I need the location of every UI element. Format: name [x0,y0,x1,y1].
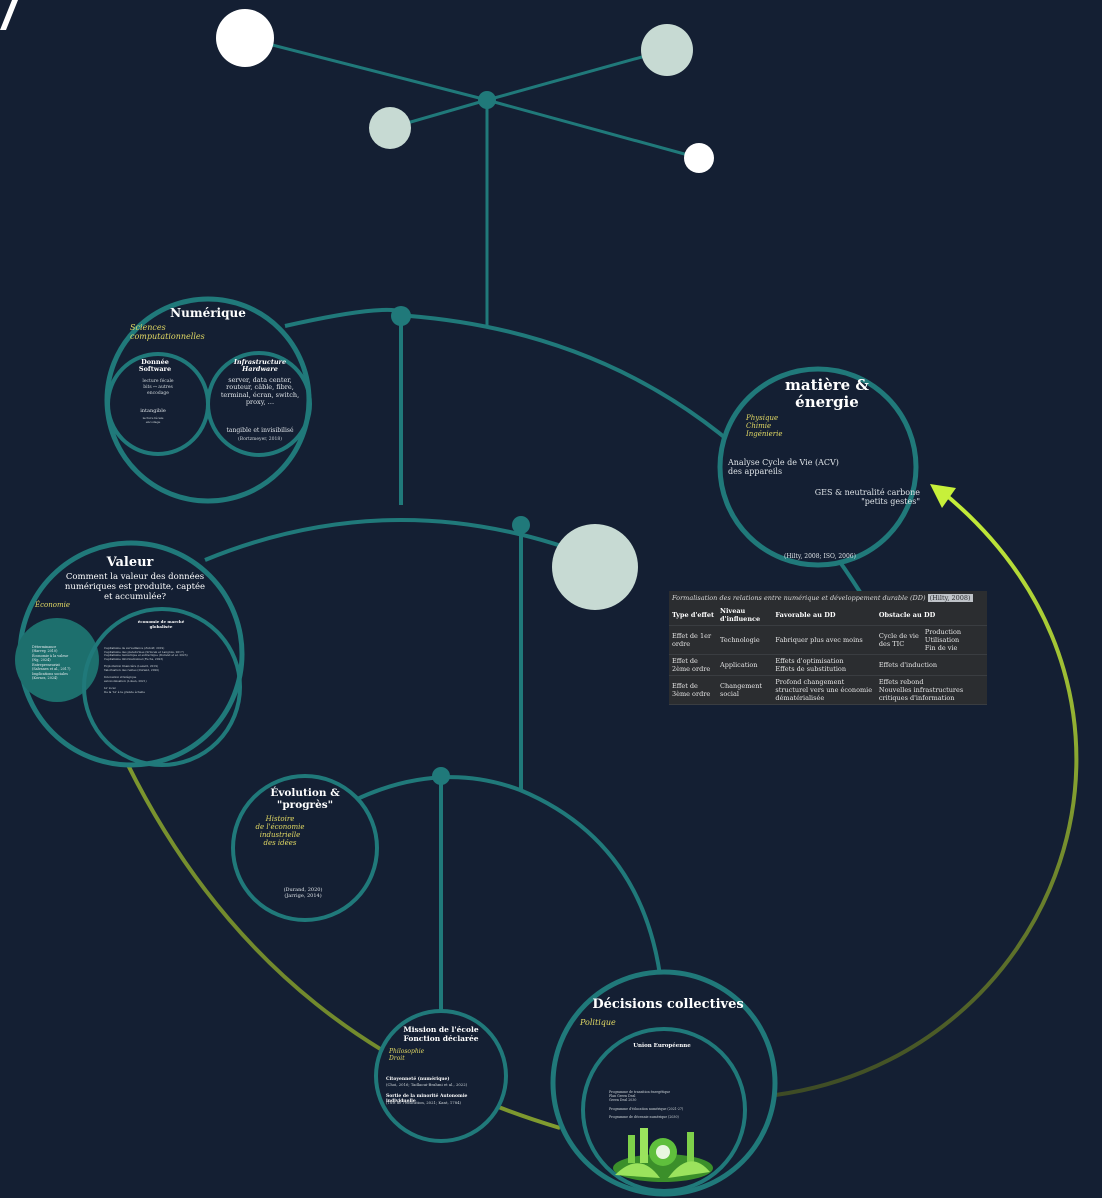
valeur-node[interactable] [15,540,245,768]
table-header: Obstacle au DD [875,605,987,626]
table-cell: Effet de 3ème ordre [669,675,717,705]
numerique-right-lines: server, data center, routeur, câble, fib… [220,376,300,407]
numerique-left-note: lecture fécale encodage [142,416,164,424]
table-cell: Effet de 1er ordre [669,625,717,655]
numerique-right-title: Infrastructure Hardware [233,358,287,374]
numerique-left-title: Donnée Software [138,358,172,374]
mission-subtitle: Philosophie Droit [389,1048,425,1062]
numerique-node[interactable] [104,296,312,504]
table-header-row: Type d'effet Niveau d'influence Favorabl… [669,605,987,626]
decisions-subtitle: Politique [580,1018,616,1027]
dd-effects-table: Formalisation des relations entre numéri… [669,591,987,705]
evolution-ref: (Durand, 2020) (Jarrige, 2014) [283,887,323,899]
top-dot-2 [641,24,693,76]
evolution-node[interactable] [231,774,379,922]
evolution-subtitle: Histoire de l'économie industrielle des … [255,815,305,848]
matiere-ref: (Hilty, 2008; ISO, 2006) [784,553,856,560]
valeur-inner-title: économie de marché globalisée [137,619,185,629]
table-cell: Technologie [717,625,773,655]
table-header: Type d'effet [669,605,717,626]
table-cell: Cycle de vie des TIC [875,625,922,655]
numerique-subtitle: Sciences computationnelles [130,323,205,342]
top-dot-1 [216,9,274,67]
evolution-title: Évolution & "progrès" [270,787,340,812]
numerique-title: Numérique [170,306,246,320]
decisions-inner-title: Union Européenne [633,1043,691,1049]
large-pale-dot [552,524,638,610]
decisions-node[interactable] [550,969,778,1197]
table-header: Favorable au DD [772,605,876,626]
dd-table-caption: Formalisation des relations entre numéri… [669,591,987,605]
decisions-notes: Programme de transition énergétique Plan… [609,1090,684,1119]
table-row: Effet de 1er ordre Technologie Fabriquer… [669,625,987,655]
table-cell: Application [717,654,773,676]
numerique-right-ref: (Bortzmeyer, 2018) [238,437,282,442]
table-cell: Effets d'optimisation Effets de substitu… [772,654,876,676]
junction-numerique [391,306,411,326]
numerique-left-bottom: intangible [140,408,166,414]
junction-evolution [432,767,450,785]
table-cell: Production Utilisation Fin de vie [921,625,987,655]
top-network [244,36,700,326]
mission-c2-title: Sortie de la minorité Autonomie individu… [386,1094,468,1105]
table-cell: Fabriquer plus avec moins [772,625,876,655]
table-cell: Effets rebond Nouvelles infrastructures … [875,675,987,705]
valeur-question: Comment la valeur des données numériques… [64,572,206,602]
matiere-title: matière & énergie [785,376,869,412]
mission-c1-title: Citoyenneté (numérique) [386,1077,450,1082]
mission-c2-ref: (Tutt de l'éducation, 2021; Kant, 1784) [386,1100,462,1105]
valeur-left-notes: Déterminance (Harvey, 2010) Économie à l… [32,645,71,680]
decisions-title: Décisions collectives [592,997,744,1012]
numerique-left-lines: lecture fécale bits ↔ autres encodage [142,379,174,396]
mission-c1-ref: (Choi, 2016; Tadlaoui-Brahmi et al., 202… [386,1082,468,1087]
matiere-node[interactable] [717,366,919,568]
valeur-subtitle: Économie [35,601,70,609]
matiere-acv: Analyse Cycle de Vie (ACV) des appareils [728,458,839,477]
table-cell: Effets d'induction [875,654,987,676]
valeur-right-notes: Capitalisme de surveillance (Zuboff, 201… [104,646,188,694]
table-cell: Changement social [717,675,773,705]
eco-illustration [613,1128,713,1182]
matiere-subtitle: Physique Chimie Ingénierie [746,414,783,439]
logo-mark [0,0,18,30]
numerique-right-bottom: tangible et invisibilisé [226,427,294,434]
mission-title: Mission de l'école Fonction déclarée [403,1025,479,1043]
table-row: Effet de 2ème ordre Application Effets d… [669,654,987,676]
junction-valeur [512,516,530,534]
top-dot-3 [369,107,411,149]
mission-node[interactable] [374,1009,508,1143]
table-cell: Effet de 2ème ordre [669,654,717,676]
dd-table-caption-highlight: (Hilty, 2008) [927,594,973,602]
matiere-ges: GES & neutralité carbone "petits gestes" [814,488,920,507]
valeur-title: Valeur [106,555,154,570]
top-dot-4 [684,143,714,173]
table-row: Effet de 3ème ordre Changement social Pr… [669,675,987,705]
table-cell: Profond changement structurel vers une é… [772,675,876,705]
table-header: Niveau d'influence [717,605,773,626]
top-hub [478,91,496,109]
